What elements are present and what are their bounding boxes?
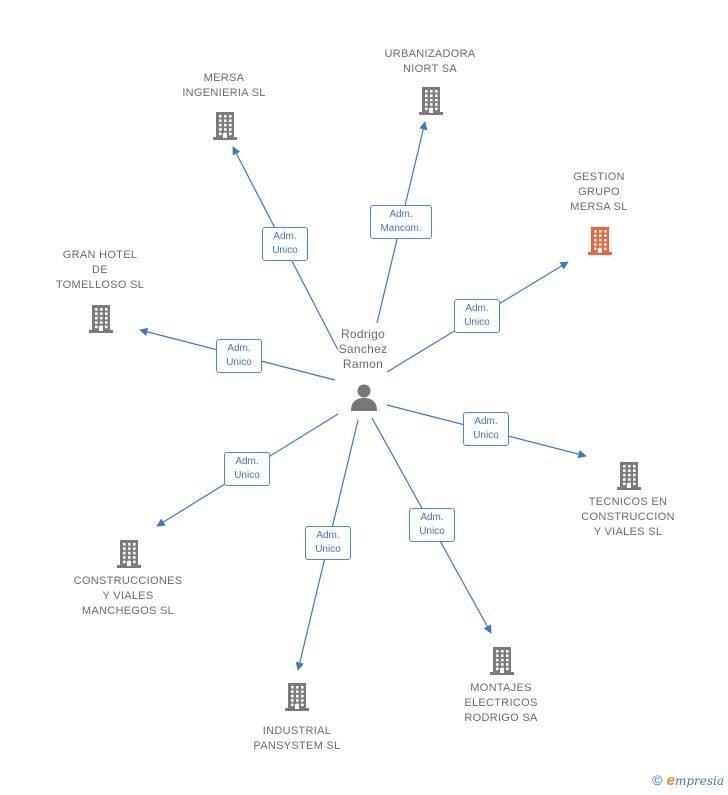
- brand-name: mpresia: [674, 774, 724, 788]
- person-name-line: Sanchez: [338, 342, 388, 356]
- relation-label-mersa-ingenieria[interactable]: Adm. Unico: [262, 227, 308, 261]
- company-name-line: Y VIALES SL: [593, 525, 663, 538]
- relation-text: Adm.: [227, 343, 251, 354]
- relation-text: Adm.: [420, 512, 444, 523]
- person-name-line: Ramon: [342, 357, 384, 371]
- building-icon[interactable]: [210, 110, 240, 145]
- relation-text: Adm.: [316, 530, 340, 541]
- company-name-line: PANSYSTEM SL: [253, 740, 341, 752]
- relation-text: Adm.: [465, 303, 489, 314]
- brand-logo-initial: e: [666, 772, 675, 789]
- relation-text: Adm.: [235, 456, 259, 467]
- building-icon[interactable]: [585, 225, 615, 260]
- relation-label-montajes[interactable]: Adm. Unico: [409, 508, 455, 542]
- relation-text: Unico: [234, 470, 260, 481]
- building-icon[interactable]: [416, 85, 446, 120]
- relation-text: Adm.: [389, 209, 413, 220]
- company-name-line: DE: [92, 263, 108, 276]
- company-name-line: NIORT SA: [403, 63, 457, 75]
- relation-text: Unico: [226, 357, 252, 368]
- company-name-line: MONTAJES: [470, 681, 532, 694]
- relation-text: Unico: [315, 544, 341, 555]
- relation-label-gestion-grupo[interactable]: Adm. Unico: [454, 299, 500, 333]
- company-name-line: GESTION: [573, 170, 625, 183]
- relation-label-industrial[interactable]: Adm. Unico: [305, 526, 351, 560]
- relation-label-tecnicos[interactable]: Adm. Unico: [463, 412, 509, 446]
- relation-text: Adm.: [273, 231, 297, 242]
- company-label-industrial[interactable]: INDUSTRIAL PANSYSTEM SL: [227, 724, 367, 754]
- person-name-line: Rodrigo: [340, 327, 386, 341]
- company-label-mersa-ingenieria[interactable]: MERSA INGENIERIA SL: [154, 71, 294, 101]
- company-name-line: URBANIZADORA: [384, 48, 476, 60]
- relation-text: Unico: [419, 526, 445, 537]
- relation-text: Mancom.: [380, 223, 422, 234]
- relation-text: Unico: [464, 317, 490, 328]
- building-icon[interactable]: [487, 645, 517, 680]
- footer-brand[interactable]: ©empresia: [652, 772, 724, 789]
- company-label-tecnicos[interactable]: TECNICOS EN CONSTRUCCION Y VIALES SL: [558, 495, 698, 540]
- company-name-line: GRUPO: [578, 185, 620, 198]
- company-name-line: MANCHEGOS SL: [81, 604, 175, 617]
- company-label-gran-hotel[interactable]: GRAN HOTEL DE TOMELLOSO SL: [30, 248, 170, 293]
- company-label-urbanizadora[interactable]: URBANIZADORA NIORT SA: [360, 47, 500, 77]
- company-name-line: TECNICOS EN: [588, 495, 668, 508]
- company-name-line: TOMELLOSO SL: [55, 278, 145, 291]
- person-icon[interactable]: [349, 383, 379, 416]
- company-name-line: MERSA SL: [570, 200, 628, 213]
- company-name-line: CONSTRUCCION: [581, 510, 675, 523]
- company-name-line: RODRIGO SA: [464, 711, 538, 724]
- copyright-symbol: ©: [652, 772, 663, 788]
- company-name-line: ELECTRICOS: [464, 696, 538, 709]
- relation-text: Unico: [272, 245, 298, 256]
- company-name-line: CONSTRUCCIONES: [73, 574, 183, 587]
- company-label-construcciones[interactable]: CONSTRUCCIONES Y VIALES MANCHEGOS SL: [58, 574, 198, 619]
- building-icon[interactable]: [86, 303, 116, 338]
- building-icon[interactable]: [114, 538, 144, 573]
- relation-text: Adm.: [474, 416, 498, 427]
- company-name-line: Y VIALES: [102, 589, 154, 602]
- company-label-montajes[interactable]: MONTAJES ELECTRICOS RODRIGO SA: [431, 681, 571, 726]
- relation-label-gran-hotel[interactable]: Adm. Unico: [216, 339, 262, 373]
- building-icon[interactable]: [614, 460, 644, 495]
- company-label-gestion-grupo[interactable]: GESTION GRUPO MERSA SL: [529, 170, 669, 215]
- company-name-line: INGENIERIA SL: [182, 87, 266, 99]
- building-icon[interactable]: [282, 681, 312, 716]
- relation-text: Unico: [473, 430, 499, 441]
- relation-label-urbanizadora[interactable]: Adm. Mancom.: [370, 205, 432, 239]
- company-name-line: INDUSTRIAL: [262, 725, 332, 737]
- company-name-line: GRAN HOTEL: [62, 248, 138, 261]
- company-name-line: MERSA: [203, 72, 245, 84]
- relation-label-construcciones[interactable]: Adm. Unico: [224, 452, 270, 486]
